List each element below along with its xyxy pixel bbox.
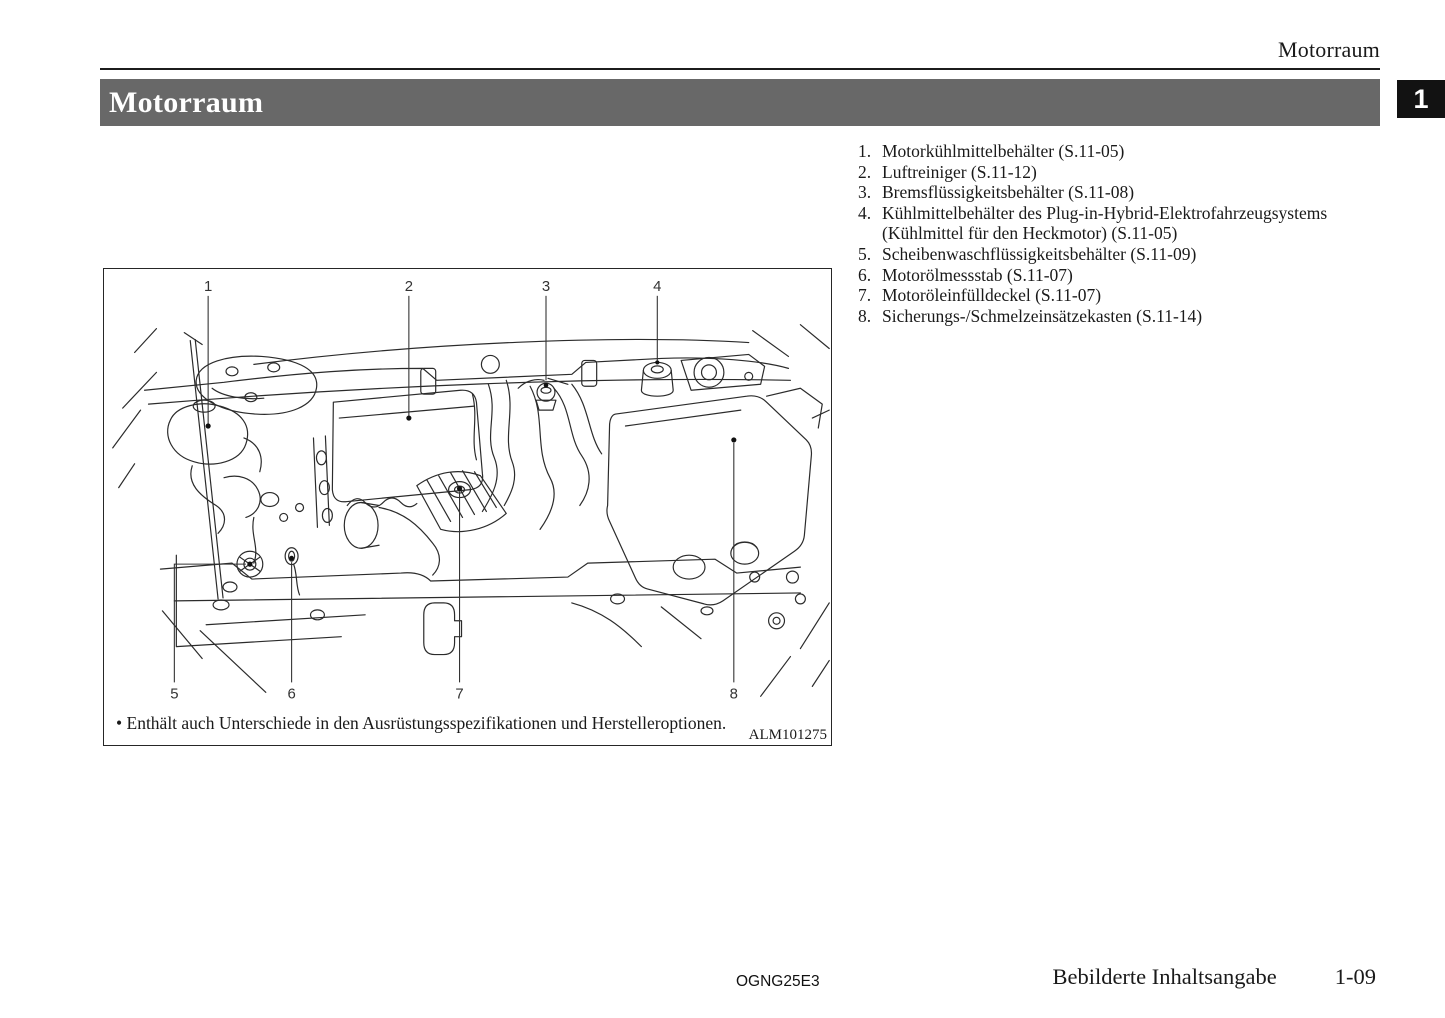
legend-item-text: Bremsflüssigkeitsbehälter (S.11-08) — [882, 182, 1135, 203]
header-rule — [100, 68, 1380, 70]
legend-item-text: Kühlmittelbehälter des Plug-in-Hybrid-El… — [882, 203, 1363, 244]
legend-item-text-line1: Kühlmittelbehälter des Plug-in-Hybrid-El… — [882, 202, 1328, 223]
legend-item-number: 1. — [858, 141, 872, 161]
legend-item-number: 3. — [858, 182, 872, 203]
legend-item-text: Motoröleinfülldeckel (S.11-07) — [882, 285, 1102, 306]
legend-item: 8. Sicherungs-/Schmelzeinsätzekasten (S.… — [858, 306, 1363, 327]
callout-leader-lines — [173, 295, 735, 683]
legend-item: 1. Motorkühlmittelbehälter (S.11-05) — [858, 141, 1363, 162]
legend-item-text: Sicherungs-/Schmelzeinsätzekasten (S.11-… — [882, 305, 1203, 326]
engine-compartment-figure: 1 2 3 4 5 6 7 8 • Enthält auch Unterschi… — [103, 268, 832, 746]
section-title-bar: Motorraum — [100, 79, 1380, 126]
chapter-tab-number: 1 — [1397, 80, 1445, 118]
footer-doc-code: OGNG25E3 — [736, 973, 820, 990]
callout-3: 3 — [542, 279, 550, 295]
callout-8: 8 — [730, 686, 738, 702]
legend-item: 5. Scheibenwaschflüssigkeitsbehälter (S.… — [858, 244, 1363, 265]
callout-dots — [205, 360, 737, 567]
legend-item-text-line2: (Kühlmittel für den Heckmotor) (S.11-05) — [882, 223, 1178, 244]
callout-7: 7 — [455, 686, 463, 702]
legend-item-number: 7. — [858, 285, 872, 306]
footer-chapter-name: Bebilderte Inhaltsangabe — [1052, 964, 1277, 989]
legend-item: 4. Kühlmittelbehälter des Plug-in-Hybrid… — [858, 203, 1363, 244]
callout-numbers: 1 2 3 4 5 6 7 8 — [170, 279, 738, 702]
figure-code: ALM101275 — [748, 727, 827, 743]
legend-item-text: Scheibenwaschflüssigkeitsbehälter (S.11-… — [882, 243, 1197, 264]
figure-note: • Enthält auch Unterschiede in den Ausrü… — [116, 713, 727, 733]
callout-5: 5 — [170, 686, 178, 702]
legend-item-number: 8. — [858, 305, 872, 326]
footer-page-number: 1-09 — [1334, 964, 1376, 989]
legend-item: 2. Luftreiniger (S.11-12) — [858, 162, 1363, 183]
footer: Bebilderte Inhaltsangabe 1-09 — [1052, 964, 1376, 990]
running-header: Motorraum — [1277, 37, 1380, 62]
engine-line-art — [112, 324, 830, 697]
legend-item: 7. Motoröleinfülldeckel (S.11-07) — [858, 285, 1363, 306]
callout-4: 4 — [653, 279, 661, 295]
legend-item-number: 2. — [858, 161, 872, 182]
engine-compartment-illustration: 1 2 3 4 5 6 7 8 — [112, 279, 830, 702]
legend-item: 3. Bremsflüssigkeitsbehälter (S.11-08) — [858, 182, 1363, 203]
component-legend: 1. Motorkühlmittelbehälter (S.11-05) 2. … — [858, 141, 1363, 326]
legend-item-number: 4. — [858, 202, 872, 223]
callout-6: 6 — [287, 686, 295, 702]
callout-1: 1 — [204, 279, 212, 295]
section-title: Motorraum — [109, 85, 264, 119]
legend-item-text: Motorölmessstab (S.11-07) — [882, 264, 1073, 285]
legend-item-text: Luftreiniger (S.11-12) — [882, 161, 1037, 182]
legend-item-text: Motorkühlmittelbehälter (S.11-05) — [882, 141, 1125, 161]
callout-2: 2 — [405, 279, 413, 295]
legend-item-number: 6. — [858, 264, 872, 285]
legend-item-number: 5. — [858, 243, 872, 264]
legend-item: 6. Motorölmessstab (S.11-07) — [858, 265, 1363, 286]
